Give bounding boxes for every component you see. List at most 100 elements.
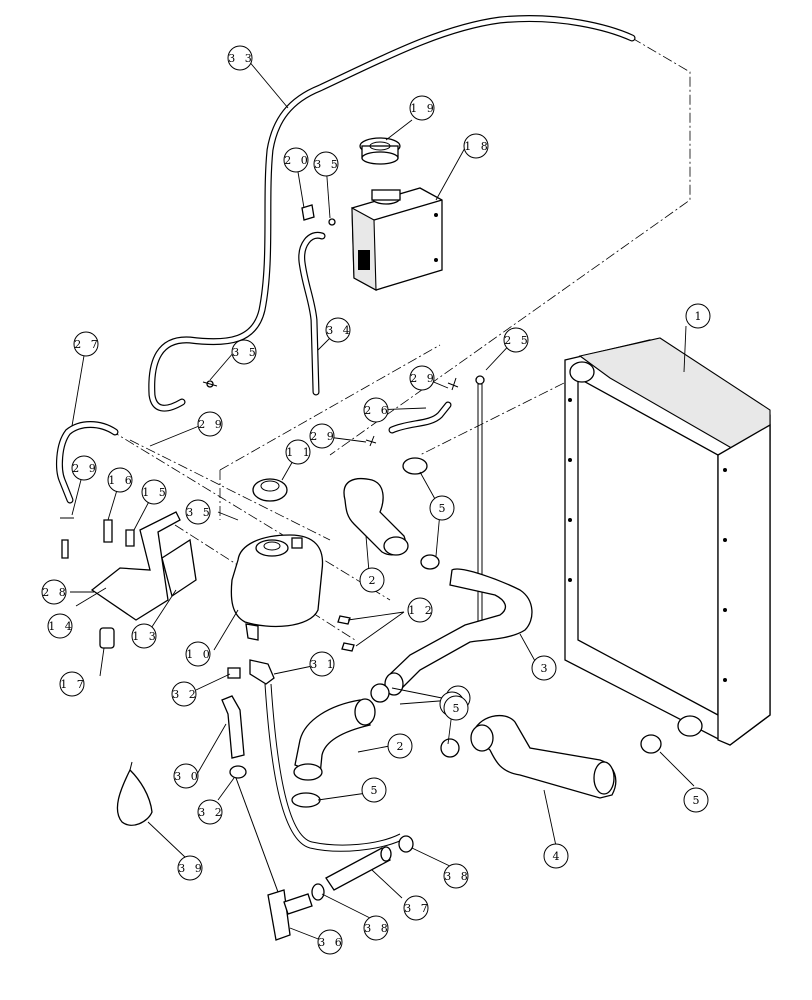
callout-c5d: 5 xyxy=(683,787,709,813)
callout-circle xyxy=(683,787,709,813)
callout-label: 1 0 xyxy=(186,648,213,661)
callout-c35a: 3 5 xyxy=(313,151,339,177)
callout-circle xyxy=(171,681,197,707)
callout-c20: 2 0 xyxy=(283,147,309,173)
callout-c28: 2 8 xyxy=(41,579,69,605)
callout-label: 3 4 xyxy=(326,324,353,337)
callout-c19: 1 9 xyxy=(409,95,437,121)
callout-circle xyxy=(47,613,73,639)
callout-circle xyxy=(227,45,253,71)
callout-c25: 2 5 xyxy=(503,327,529,353)
callout-label: 5 xyxy=(453,702,463,715)
callout-circle xyxy=(685,303,711,329)
callout-c14: 1 4 xyxy=(47,613,75,639)
callout-circle xyxy=(71,455,97,481)
callout-c37: 3 7 xyxy=(403,895,431,921)
callout-circle xyxy=(317,929,343,955)
callout-label: 3 2 xyxy=(172,688,199,701)
assembly-lines xyxy=(109,37,691,641)
callout-circle xyxy=(107,467,133,493)
callout-label: 1 7 xyxy=(60,678,87,691)
callout-circle xyxy=(141,479,167,505)
clamps-5 xyxy=(291,457,662,808)
callout-group: 122345555551 01 11 21 31 41 51 61 71 81 … xyxy=(41,45,711,955)
reservoir-tank-18 xyxy=(351,187,443,291)
callout-circle xyxy=(185,641,211,667)
callout-label: 5 xyxy=(371,784,381,797)
callout-circle xyxy=(443,695,469,721)
drain-line xyxy=(235,683,403,893)
callout-label: 3 5 xyxy=(232,346,259,359)
callout-label: 3 7 xyxy=(404,902,431,915)
callout-c10: 1 0 xyxy=(185,641,213,667)
callout-c5c: 5 xyxy=(361,777,387,803)
callout-label: 1 9 xyxy=(410,102,437,115)
callout-label: 5 xyxy=(439,502,449,515)
callout-circle xyxy=(177,855,203,881)
callout-c31: 3 1 xyxy=(309,651,335,677)
callout-c33: 3 3 xyxy=(227,45,255,71)
callout-c34: 3 4 xyxy=(325,317,353,343)
callout-c29b: 2 9 xyxy=(197,411,223,437)
callout-circle xyxy=(543,843,569,869)
radiator-1 xyxy=(564,337,771,746)
expansion-tank-10 xyxy=(230,534,324,641)
callout-label: 5 xyxy=(693,794,703,807)
bolts-left xyxy=(60,517,135,559)
callout-circle xyxy=(197,411,223,437)
callout-circle xyxy=(503,327,529,353)
callout-circle xyxy=(313,151,339,177)
callout-label: 3 xyxy=(541,662,551,675)
callout-circle xyxy=(131,623,157,649)
callout-c32b: 3 2 xyxy=(197,799,223,825)
callout-c13: 1 3 xyxy=(131,623,157,649)
callout-c18: 1 8 xyxy=(463,133,489,159)
callout-label: 2 xyxy=(397,740,407,753)
callout-label: 1 4 xyxy=(48,620,75,633)
callout-circle xyxy=(443,863,469,889)
callout-circle xyxy=(359,567,385,593)
tee-fitting-36 xyxy=(267,889,313,941)
callout-c15: 1 5 xyxy=(141,479,167,505)
callout-label: 2 8 xyxy=(42,586,69,599)
fitting-32 xyxy=(227,667,247,779)
callout-circle xyxy=(231,339,257,365)
callout-label: 1 xyxy=(695,310,705,323)
callout-circle xyxy=(73,331,99,357)
hose-4 xyxy=(470,714,617,799)
callout-c35b: 3 5 xyxy=(231,339,259,365)
callout-c2b: 2 xyxy=(387,733,413,759)
callout-circle xyxy=(173,763,199,789)
callout-c4: 4 xyxy=(543,843,569,869)
hose-2-lower xyxy=(293,698,376,781)
strap-39 xyxy=(116,761,153,826)
hose-26 xyxy=(388,401,452,434)
callout-circle xyxy=(325,317,351,343)
callout-label: 1 6 xyxy=(108,474,135,487)
callout-label: 2 6 xyxy=(364,404,391,417)
callout-circle xyxy=(403,895,429,921)
pressure-cap-11 xyxy=(252,478,288,502)
callout-c26: 2 6 xyxy=(363,397,391,423)
hose-3 xyxy=(384,568,533,696)
callout-label: 2 7 xyxy=(74,338,101,351)
callout-label: 3 6 xyxy=(318,936,345,949)
callout-c17: 1 7 xyxy=(59,671,87,697)
callout-c2a: 2 xyxy=(359,567,385,593)
callout-label: 2 xyxy=(369,574,379,587)
callout-circle xyxy=(309,651,335,677)
callout-label: 4 xyxy=(553,850,563,863)
callout-label: 3 9 xyxy=(178,862,205,875)
callout-circle xyxy=(407,597,433,623)
hose-27 xyxy=(56,421,119,504)
callout-c32a: 3 2 xyxy=(171,681,199,707)
callout-c30: 3 0 xyxy=(173,763,199,789)
callout-label: 3 8 xyxy=(364,922,391,935)
callout-label: 3 3 xyxy=(228,52,255,65)
callout-circle xyxy=(409,95,435,121)
tube-37 xyxy=(325,846,392,891)
bracket-14 xyxy=(90,511,181,621)
callout-c16: 1 6 xyxy=(107,467,135,493)
callout-circle xyxy=(41,579,67,605)
